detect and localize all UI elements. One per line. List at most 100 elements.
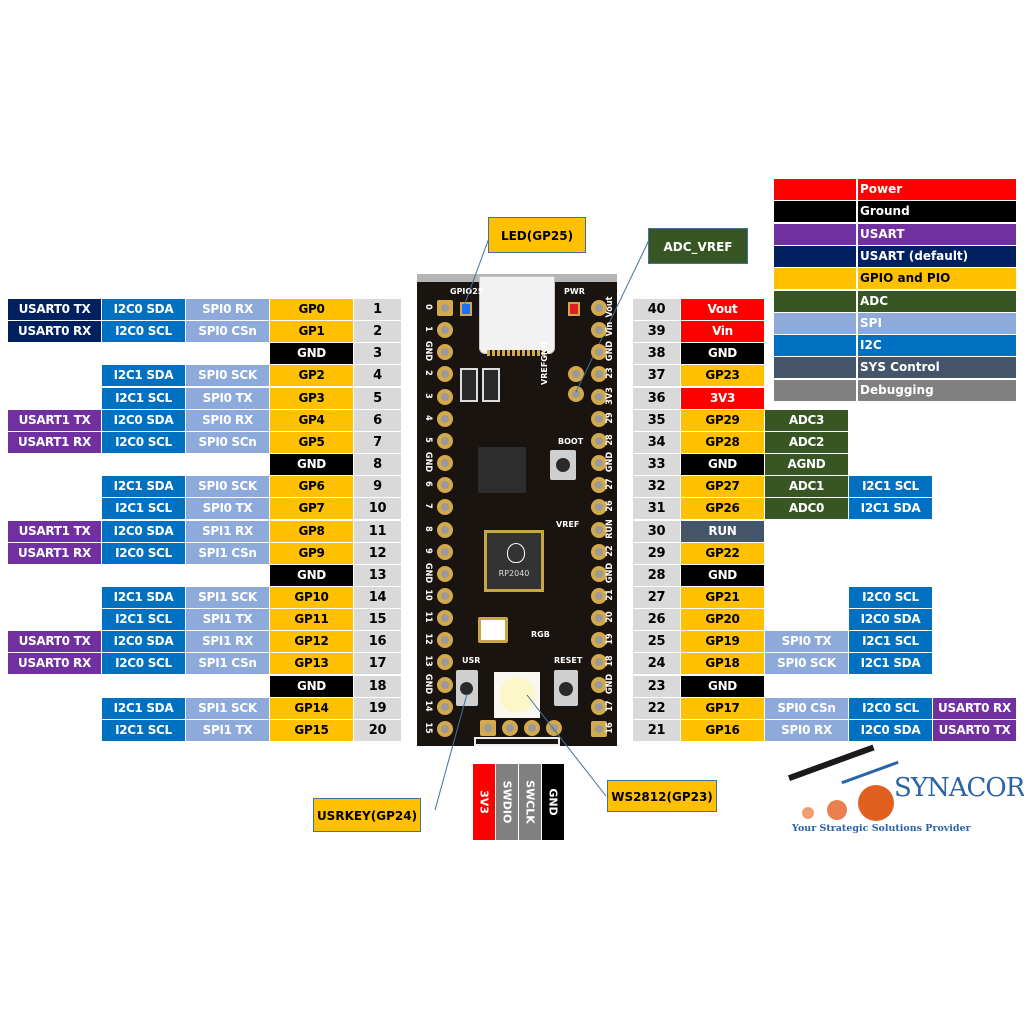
pin-func-spi: SPI1 CSn bbox=[186, 653, 269, 675]
pin-name-gpio: GP20 bbox=[681, 609, 764, 631]
pin-number: 1 bbox=[354, 299, 401, 320]
logo-circle-medium bbox=[827, 800, 847, 820]
debug-pin-3v3: 3V3 bbox=[473, 764, 495, 840]
usr-key-button[interactable] bbox=[456, 670, 478, 706]
legend-swatch bbox=[774, 245, 856, 267]
pin-silk-label: 27 bbox=[605, 478, 615, 490]
legend-swatch bbox=[774, 379, 856, 401]
pin-func-i2c: I2C1 SCL bbox=[849, 476, 932, 498]
pin-silk-label: GND bbox=[605, 562, 615, 583]
silk-usr: USR bbox=[462, 656, 481, 665]
pin-pad bbox=[437, 300, 453, 316]
pin-name-gpio: GP26 bbox=[681, 498, 764, 520]
debug-pin-label: 3V3 bbox=[477, 790, 491, 814]
pin-func-i2c: I2C1 SDA bbox=[102, 697, 185, 719]
pin-pad bbox=[437, 521, 453, 538]
pin-name-gpio: GP14 bbox=[270, 697, 353, 719]
pin-name-gpio: GP17 bbox=[681, 697, 764, 719]
pin-number: 7 bbox=[354, 431, 401, 453]
pin-pad bbox=[437, 322, 453, 339]
pin-silk-label: 29 bbox=[605, 412, 615, 424]
pin-func-spi: SPI0 CSn bbox=[765, 697, 848, 719]
pin-silk-label: GND bbox=[423, 673, 433, 694]
pin-silk-label: 16 bbox=[605, 722, 615, 734]
pin-pad bbox=[591, 654, 607, 671]
pin-silk-label: 14 bbox=[423, 700, 433, 712]
pin-name-gnd: GND bbox=[270, 675, 353, 697]
silk-vrefgnd: VREFGND bbox=[540, 341, 549, 385]
pin-func-i2c: I2C1 SCL bbox=[102, 609, 185, 631]
pin-func-usart: USART1 TX bbox=[8, 409, 101, 431]
pin-silk-label: 18 bbox=[605, 655, 615, 668]
pin-silk-label: GND bbox=[423, 451, 433, 473]
pin-func-i2c: I2C0 SCL bbox=[102, 321, 185, 343]
chip-label: RP2040 bbox=[498, 569, 530, 578]
pin-func-usart: USART1 RX bbox=[8, 431, 101, 453]
legend-swatch bbox=[774, 201, 856, 223]
pin-pad bbox=[437, 366, 453, 383]
pin-silk-label: 11 bbox=[423, 611, 433, 623]
logo-name: SYNACORP bbox=[894, 773, 1024, 803]
pin-pad bbox=[591, 565, 607, 582]
pin-silk-label: GND bbox=[423, 341, 433, 362]
legend-swatch bbox=[774, 357, 856, 379]
pin-func-i2c: I2C1 SDA bbox=[102, 476, 185, 498]
pin-name-gnd: GND bbox=[270, 454, 353, 476]
pin-pad bbox=[591, 322, 607, 339]
diode-1 bbox=[460, 368, 478, 402]
pin-number: 36 bbox=[633, 387, 680, 409]
pin-number: 38 bbox=[633, 343, 680, 365]
pin-func-i2c: I2C0 SCL bbox=[849, 697, 932, 719]
logo-circle-small bbox=[802, 807, 814, 819]
pin-func-adc: ADC2 bbox=[765, 431, 848, 453]
pin-name-gpio: GP29 bbox=[681, 409, 764, 431]
legend-item: USART (default) bbox=[774, 245, 1016, 267]
pin-name-pwr: 3V3 bbox=[681, 387, 764, 409]
pin-name-gpio: GP15 bbox=[270, 719, 353, 741]
pin-number: 25 bbox=[633, 631, 680, 653]
legend-label: I2C bbox=[858, 335, 1016, 357]
pin-pad bbox=[437, 410, 453, 427]
pin-silk-label: 13 bbox=[423, 655, 433, 668]
pin-pad bbox=[437, 676, 453, 693]
pin-func-adc: ADC0 bbox=[765, 498, 848, 520]
ws2812-gp23-callout: WS2812(GP23) bbox=[607, 780, 717, 812]
pin-pad bbox=[437, 344, 453, 361]
debug-pin-swdio: SWDIO bbox=[496, 764, 518, 840]
logo-swoosh-blue bbox=[841, 760, 899, 785]
pin-silk-label: 0 bbox=[423, 304, 433, 310]
pin-number: 18 bbox=[354, 675, 401, 697]
reset-button[interactable] bbox=[554, 670, 578, 706]
pin-pad bbox=[591, 587, 607, 604]
pin-func-i2c: I2C0 SCL bbox=[102, 542, 185, 564]
usb-c-pins bbox=[487, 350, 547, 356]
pin-number: 14 bbox=[354, 586, 401, 608]
pin-silk-label: 10 bbox=[423, 589, 433, 601]
pin-pad bbox=[437, 610, 453, 627]
pin-pad bbox=[591, 610, 607, 627]
logo-circle-large bbox=[858, 785, 894, 821]
silk-boot: BOOT bbox=[558, 437, 584, 446]
pin-func-i2c: I2C1 SCL bbox=[102, 719, 185, 741]
pin-number: 40 bbox=[633, 299, 680, 320]
legend-label: Ground bbox=[858, 201, 1016, 223]
pin-func-usart: USART0 TX bbox=[933, 719, 1016, 741]
pin-func-spi: SPI0 SCK bbox=[186, 476, 269, 498]
debug-pad-swdio bbox=[502, 720, 518, 736]
pin-name-gpio: GP9 bbox=[270, 542, 353, 564]
ws2812-led bbox=[494, 672, 540, 718]
pin-number: 19 bbox=[354, 697, 401, 719]
boot-button[interactable] bbox=[550, 450, 576, 480]
pin-name-gnd: GND bbox=[681, 454, 764, 476]
pin-number: 29 bbox=[633, 542, 680, 564]
diode-2 bbox=[482, 368, 500, 402]
pin-silk-label: 23 bbox=[605, 367, 615, 380]
pin-pad bbox=[591, 410, 607, 427]
pin-func-spi: SPI0 RX bbox=[186, 299, 269, 320]
pin-name-gpio: GP12 bbox=[270, 631, 353, 653]
legend-label: Debugging bbox=[858, 379, 1016, 401]
pin-pad bbox=[437, 587, 453, 604]
pin-func-spi: SPI1 SCK bbox=[186, 586, 269, 608]
legend-label: Power bbox=[858, 179, 1016, 200]
pin-silk-label: GND bbox=[423, 562, 433, 583]
